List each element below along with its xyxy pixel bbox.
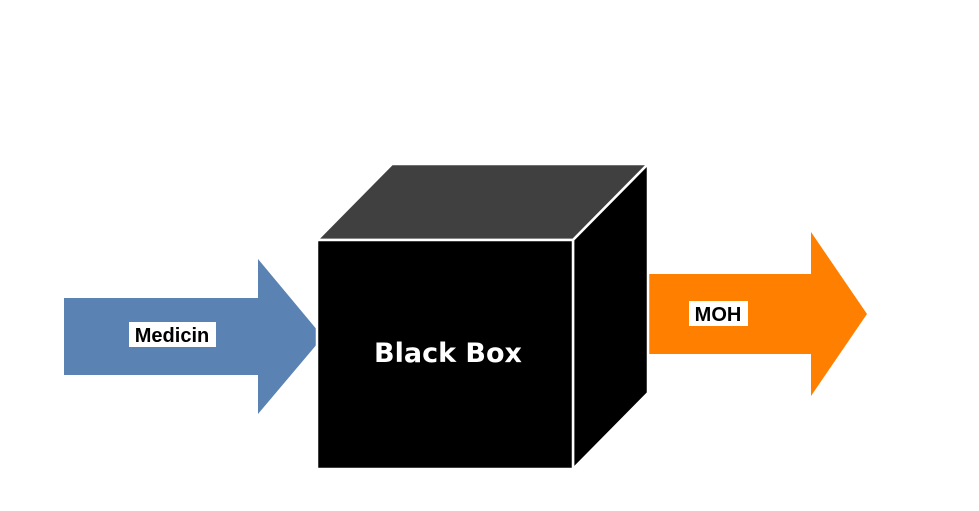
black-box-label: Black Box bbox=[374, 338, 522, 369]
output-arrow-label: MOH bbox=[695, 304, 742, 326]
output-arrow-label-bg bbox=[689, 301, 748, 326]
input-arrow: Medicin bbox=[64, 259, 323, 414]
output-arrow: MOH bbox=[647, 232, 867, 396]
output-arrow-shape bbox=[647, 232, 867, 396]
input-arrow-label: Medicin bbox=[135, 325, 209, 347]
input-arrow-label-bg bbox=[129, 322, 216, 347]
cube-front-face bbox=[315, 238, 575, 471]
black-box-cube: Black Box bbox=[315, 162, 650, 471]
